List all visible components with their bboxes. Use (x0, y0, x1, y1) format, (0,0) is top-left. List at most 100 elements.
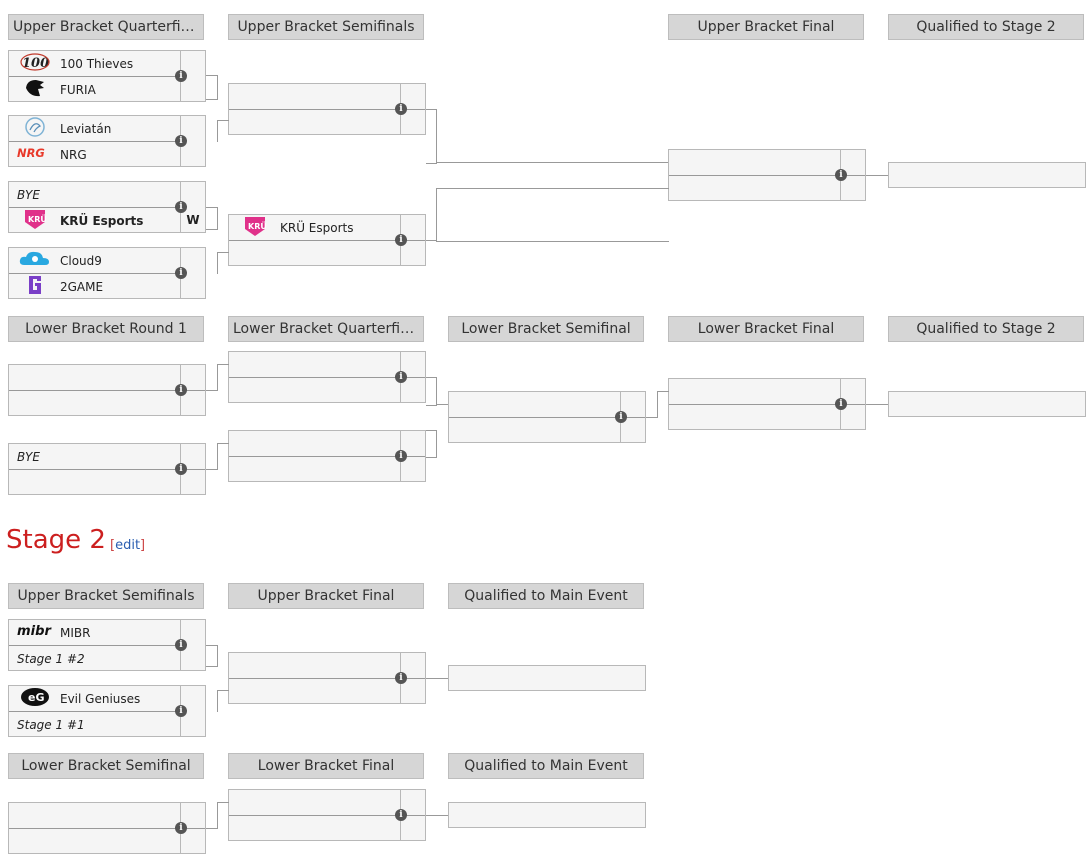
divider (9, 469, 205, 470)
info-icon[interactable]: i (175, 70, 187, 82)
info-icon[interactable]: i (395, 234, 407, 246)
connector (206, 469, 217, 470)
stage-2-title: Stage 2 (6, 525, 106, 555)
match-uqf-4[interactable]: Cloud9 2GAME i (8, 247, 206, 299)
connector (206, 828, 217, 829)
header-upper-semifinals: Upper Bracket Semifinals (228, 14, 424, 40)
team-name: Cloud9 (60, 254, 102, 268)
info-icon[interactable]: i (175, 705, 187, 717)
100-thieves-logo: 100 (17, 51, 53, 73)
match-s2-usf-1[interactable]: mibr MIBR Stage 1 #2 i (8, 619, 206, 671)
cloud9-logo (17, 248, 53, 270)
kru-logo: KRÜ (17, 208, 53, 230)
match-uqf-2[interactable]: Leviatán NRG NRG i (8, 115, 206, 167)
header-lower-final: Lower Bracket Final (668, 316, 864, 342)
info-icon[interactable]: i (835, 398, 847, 410)
slot-team1: eG Evil Geniuses (9, 686, 181, 712)
slot-team1: KRÜ KRÜ Esports (229, 215, 401, 241)
info-icon[interactable]: i (175, 822, 187, 834)
header-qualified-lower: Qualified to Stage 2 (888, 316, 1084, 342)
match-uqf-1[interactable]: 100 100 Thieves FURIA i (8, 50, 206, 102)
divider (449, 417, 645, 418)
kru-logo: KRÜ (237, 215, 273, 237)
connector (866, 404, 888, 405)
edit-link[interactable]: edit (115, 538, 141, 553)
slot-placeholder: Stage 1 #1 (9, 711, 181, 737)
team-name: Evil Geniuses (60, 692, 141, 706)
divider (9, 390, 205, 391)
match-lr1-2[interactable]: BYE i (8, 443, 206, 495)
divider (669, 175, 865, 176)
evil-geniuses-logo: eG (17, 686, 53, 708)
header-qualified-upper: Qualified to Stage 2 (888, 14, 1084, 40)
info-icon[interactable]: i (175, 463, 187, 475)
header-s2-qualified-upper: Qualified to Main Event (448, 583, 644, 609)
slot-team1: mibr MIBR (9, 620, 181, 646)
match-usf-1[interactable]: i (228, 83, 426, 135)
info-icon[interactable]: i (175, 135, 187, 147)
divider (229, 240, 425, 241)
info-icon[interactable]: i (835, 169, 847, 181)
team-name: NRG (60, 148, 87, 162)
connector (217, 443, 229, 470)
qualified-main-upper (448, 665, 646, 691)
info-icon[interactable]: i (175, 384, 187, 396)
match-usf-2[interactable]: KRÜ KRÜ Esports i (228, 214, 426, 266)
connector (206, 645, 218, 667)
connector (646, 417, 657, 418)
connector (436, 162, 668, 163)
match-s2-lower-final[interactable]: i (228, 789, 426, 841)
qualified-slot-upper (888, 162, 1086, 188)
info-icon[interactable]: i (395, 672, 407, 684)
connector (426, 377, 437, 406)
info-icon[interactable]: i (395, 371, 407, 383)
svg-text:100: 100 (22, 56, 49, 71)
connector (206, 207, 218, 230)
header-upper-quarterfinals: Upper Bracket Quarterfin... (8, 14, 204, 40)
furia-logo (17, 77, 53, 99)
header-s2-lower-final: Lower Bracket Final (228, 753, 424, 779)
connector (657, 391, 669, 418)
match-s2-lsf[interactable]: i (8, 802, 206, 854)
match-lsf[interactable]: i (448, 391, 646, 443)
slot-team1: Leviatán (9, 116, 181, 142)
connector (217, 690, 229, 712)
match-s2-usf-2[interactable]: eG Evil Geniuses Stage 1 #1 i (8, 685, 206, 737)
info-icon[interactable]: i (615, 411, 627, 423)
connector (426, 678, 448, 679)
team-name: KRÜ Esports (280, 221, 354, 235)
connector (206, 390, 217, 391)
svg-text:KRÜ: KRÜ (248, 221, 267, 231)
info-icon[interactable]: i (175, 639, 187, 651)
leviatan-logo (17, 116, 53, 138)
match-lqf-1[interactable]: i (228, 351, 426, 403)
team-name: MIBR (60, 626, 91, 640)
connector (217, 120, 229, 142)
header-s2-qualified-lower: Qualified to Main Event (448, 753, 644, 779)
team-name: Leviatán (60, 122, 112, 136)
match-uqf-3[interactable]: BYE KRÜ KRÜ Esports W i (8, 181, 206, 233)
connector (217, 802, 229, 829)
qualified-main-lower (448, 802, 646, 828)
team-name: 100 Thieves (60, 57, 134, 71)
match-s2-upper-final[interactable]: i (228, 652, 426, 704)
header-lower-semifinal: Lower Bracket Semifinal (448, 316, 644, 342)
connector (217, 252, 229, 274)
info-icon[interactable]: i (395, 103, 407, 115)
info-icon[interactable]: i (395, 450, 407, 462)
winner-mark: W (186, 213, 200, 227)
connector (426, 240, 436, 241)
info-icon[interactable]: i (175, 201, 187, 213)
match-lr1-1[interactable]: i (8, 364, 206, 416)
team-name: FURIA (60, 83, 96, 97)
divider (9, 828, 205, 829)
header-lower-quarterfinals: Lower Bracket Quarterfinals (228, 316, 424, 342)
connector (436, 404, 448, 405)
info-icon[interactable]: i (395, 809, 407, 821)
match-upper-final[interactable]: i (668, 149, 866, 201)
match-lqf-2[interactable]: i (228, 430, 426, 482)
divider (229, 109, 425, 110)
match-lower-final[interactable]: i (668, 378, 866, 430)
info-icon[interactable]: i (175, 267, 187, 279)
header-lower-round1: Lower Bracket Round 1 (8, 316, 204, 342)
